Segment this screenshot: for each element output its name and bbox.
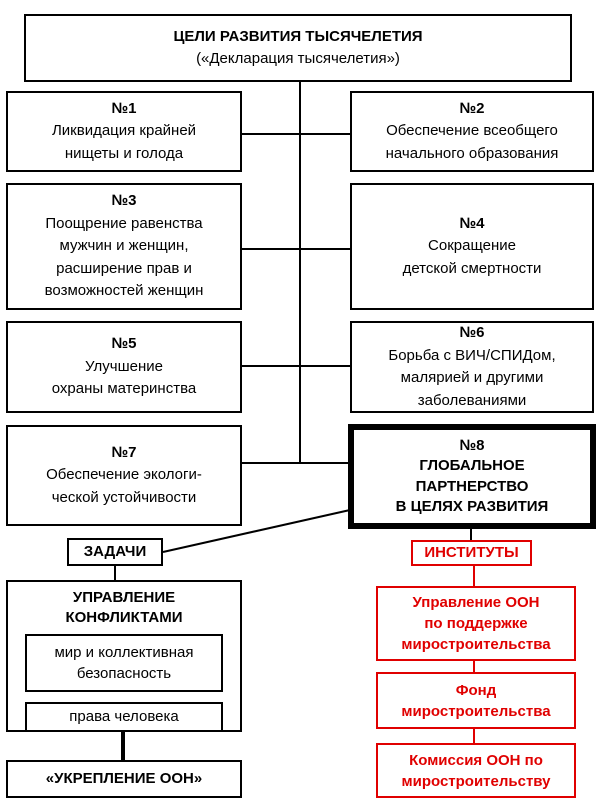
- institute-text: Комиссия ООН по: [409, 751, 543, 769]
- goal-text: мужчин и женщин,: [59, 237, 189, 255]
- strengthen-un-box: «УКРЕПЛЕНИЕ ООН»: [6, 760, 242, 798]
- goal-text: ПАРТНЕРСТВО: [415, 477, 529, 495]
- goal-text: заболеваниями: [417, 391, 527, 409]
- conflict-title: КОНФЛИКТАМИ: [65, 608, 183, 626]
- goal-text: Борьба с ВИЧ/СПИДом,: [388, 346, 556, 364]
- goal-text: Поощрение равенства: [45, 214, 203, 232]
- institute-text: по поддержке: [424, 615, 528, 632]
- goal-text: Ликвидация крайней: [51, 122, 197, 140]
- goal-number: №7: [111, 443, 137, 461]
- goal-box-2: №2 Обеспечение всеобщего начального обра…: [350, 91, 594, 172]
- header-subtitle: («Декларация тысячелетия»): [196, 50, 400, 67]
- goal-box-4: №4 Сокращение детской смертности: [350, 183, 594, 310]
- goal-text: малярией и другими: [400, 369, 544, 386]
- institute-text: Фонд: [455, 681, 497, 699]
- goal-text: Улучшение: [85, 357, 163, 375]
- goal-text: начального образования: [385, 144, 559, 162]
- goal-text: расширение прав и: [56, 259, 192, 277]
- goal-text: возможностей женщин: [44, 282, 204, 300]
- institute-text: миростроительству: [401, 772, 551, 790]
- goal-number: №2: [459, 99, 485, 117]
- goal-box-8: №8 ГЛОБАЛЬНОЕ ПАРТНЕРСТВО В ЦЕЛЯХ РАЗВИТ…: [348, 424, 596, 529]
- goal-text: Обеспечение экологи-: [46, 466, 202, 484]
- goal-text: охраны материнства: [51, 380, 197, 398]
- goal-box-1: №1 Ликвидация крайней нищеты и голода: [6, 91, 242, 172]
- goal-number: №4: [459, 214, 485, 232]
- goal-box-5: №5 Улучшение охраны материнства: [6, 321, 242, 413]
- goal-box-7: №7 Обеспечение экологи- ческой устойчиво…: [6, 425, 242, 526]
- goal-text: Сокращение: [428, 237, 516, 255]
- institute-text: миростроительства: [401, 702, 551, 720]
- conflict-title: УПРАВЛЕНИЕ: [72, 589, 176, 606]
- peace-text: безопасность: [76, 665, 172, 682]
- goal-text: Обеспечение всеобщего: [386, 122, 558, 140]
- goal-number: №5: [111, 335, 137, 353]
- institute-box-1: Управление ООН по поддержке миростроител…: [376, 586, 576, 661]
- tasks-label: ЗАДАЧИ: [83, 542, 147, 560]
- goal-text: нищеты и голода: [64, 144, 184, 162]
- human-rights-box: права человека: [25, 702, 223, 732]
- goal-number: №3: [111, 192, 137, 210]
- institute-text: миростроительства: [401, 636, 551, 653]
- goal-text: В ЦЕЛЯХ РАЗВИТИЯ: [395, 497, 549, 515]
- institute-box-2: Фонд миростроительства: [376, 672, 576, 729]
- goal-number: №1: [111, 99, 137, 117]
- institute-box-3: Комиссия ООН по миростроительству: [376, 743, 576, 798]
- goal-box-3: №3 Поощрение равенства мужчин и женщин, …: [6, 183, 242, 310]
- goal-box-6: №6 Борьба с ВИЧ/СПИДом, малярией и други…: [350, 321, 594, 413]
- goal-text: ГЛОБАЛЬНОЕ: [419, 457, 525, 475]
- peace-security-box: мир и коллективная безопасность: [25, 634, 223, 692]
- institutes-label: ИНСТИТУТЫ: [424, 543, 519, 561]
- peace-text: мир и коллективная: [54, 644, 194, 661]
- header-title: ЦЕЛИ РАЗВИТИЯ ТЫСЯЧЕЛЕТИЯ: [173, 27, 423, 45]
- diagonal-to-tasks: [162, 509, 351, 553]
- header-box: ЦЕЛИ РАЗВИТИЯ ТЫСЯЧЕЛЕТИЯ («Декларация т…: [24, 14, 572, 82]
- tasks-label-box: ЗАДАЧИ: [67, 538, 163, 566]
- human-rights-text: права человека: [69, 707, 179, 725]
- goal-number: №8: [459, 437, 485, 454]
- strengthen-un-text: «УКРЕПЛЕНИЕ ООН»: [45, 769, 203, 787]
- goal-text: ческой устойчивости: [51, 488, 197, 506]
- goal-number: №6: [459, 324, 485, 341]
- goal-text: детской смертности: [402, 259, 542, 277]
- institute-text: Управление ООН: [412, 594, 540, 611]
- institutes-label-box: ИНСТИТУТЫ: [411, 540, 532, 566]
